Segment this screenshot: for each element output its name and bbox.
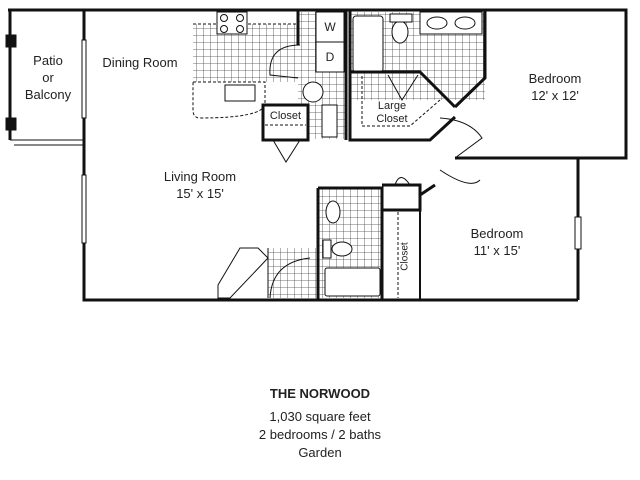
washer-label: W	[324, 20, 336, 34]
bedroom1-name: Bedroom	[528, 71, 582, 86]
bedroom2-label: Bedroom 11' x 15'	[452, 225, 542, 259]
dryer-label: D	[325, 50, 335, 64]
bedroom2-name: Bedroom	[470, 226, 524, 241]
bedroom2-closet-label: Closet	[399, 242, 411, 271]
plan-title: THE NORWOOD	[269, 386, 371, 401]
bedroom1-dims: 12' x 12'	[531, 88, 579, 103]
kitchen-closet-label: Closet	[269, 110, 302, 122]
large-closet-label: Large Closet	[362, 100, 422, 126]
patio-line2: or	[42, 70, 54, 85]
large-closet-line2: Closet	[376, 113, 408, 125]
large-closet-line1: Large	[377, 100, 407, 112]
dining-room-label: Dining Room	[102, 55, 178, 70]
living-room-label: Living Room 15' x 15'	[150, 168, 250, 202]
living-room-dims: 15' x 15'	[176, 186, 224, 201]
square-footage: 1,030 square feet	[269, 409, 371, 424]
living-room-name: Living Room	[163, 169, 237, 184]
beds-baths: 2 bedrooms / 2 baths	[258, 427, 382, 442]
bedroom2-dims: 11' x 15'	[473, 243, 521, 258]
patio-label: Patio or Balcony	[18, 52, 78, 103]
bedroom1-label: Bedroom 12' x 12'	[510, 70, 600, 104]
patio-line3: Balcony	[24, 87, 72, 102]
unit-type: Garden	[298, 445, 342, 460]
patio-line1: Patio	[33, 53, 63, 68]
